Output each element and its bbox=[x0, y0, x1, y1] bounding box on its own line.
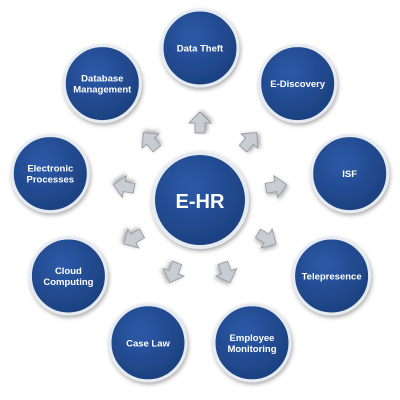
node-label: E-Discovery bbox=[270, 79, 326, 90]
node-label: Monitoring bbox=[227, 344, 276, 355]
outward-arrow-icon bbox=[188, 111, 212, 134]
node-circle bbox=[160, 8, 240, 88]
node-label: Cloud bbox=[55, 266, 82, 277]
node-circle bbox=[108, 303, 188, 383]
node-label: Employee bbox=[230, 333, 275, 344]
node-circle bbox=[212, 303, 292, 383]
outward-arrow-icon bbox=[238, 132, 259, 153]
node-label: Computing bbox=[43, 277, 93, 288]
outward-arrow-icon bbox=[214, 260, 238, 284]
node-circle bbox=[258, 44, 338, 124]
center-node: E-HR bbox=[151, 151, 249, 249]
center-label: E-HR bbox=[176, 191, 225, 213]
node-label: Database bbox=[81, 74, 123, 85]
node-circle bbox=[62, 44, 142, 124]
node-isf: ISF bbox=[310, 134, 390, 214]
outward-arrow-icon bbox=[141, 132, 162, 153]
node-label: Case Law bbox=[126, 338, 170, 349]
node-label: ISF bbox=[342, 169, 357, 180]
outward-arrow-icon bbox=[112, 174, 136, 199]
node-label: Processes bbox=[27, 175, 75, 186]
node-label: Data Theft bbox=[177, 44, 224, 55]
outward-arrow-icon bbox=[162, 260, 186, 284]
center-circle bbox=[151, 151, 249, 249]
node-label: Management bbox=[73, 85, 132, 96]
node-data-theft: Data Theft bbox=[160, 8, 240, 88]
arrow-ring bbox=[112, 111, 288, 284]
node-circle bbox=[310, 134, 390, 214]
node-circle bbox=[28, 236, 108, 316]
outward-arrow-icon bbox=[254, 227, 277, 249]
node-circle bbox=[10, 134, 90, 214]
node-circle bbox=[292, 236, 372, 316]
node-label: Electronic bbox=[27, 164, 73, 175]
outward-arrow-icon bbox=[123, 227, 146, 249]
node-label: Telepresence bbox=[302, 272, 362, 283]
node-case-law: Case Law bbox=[108, 303, 188, 383]
node-telepresence: Telepresence bbox=[292, 236, 372, 316]
node-e-discovery: E-Discovery bbox=[258, 44, 338, 124]
outward-arrow-icon bbox=[264, 174, 288, 199]
